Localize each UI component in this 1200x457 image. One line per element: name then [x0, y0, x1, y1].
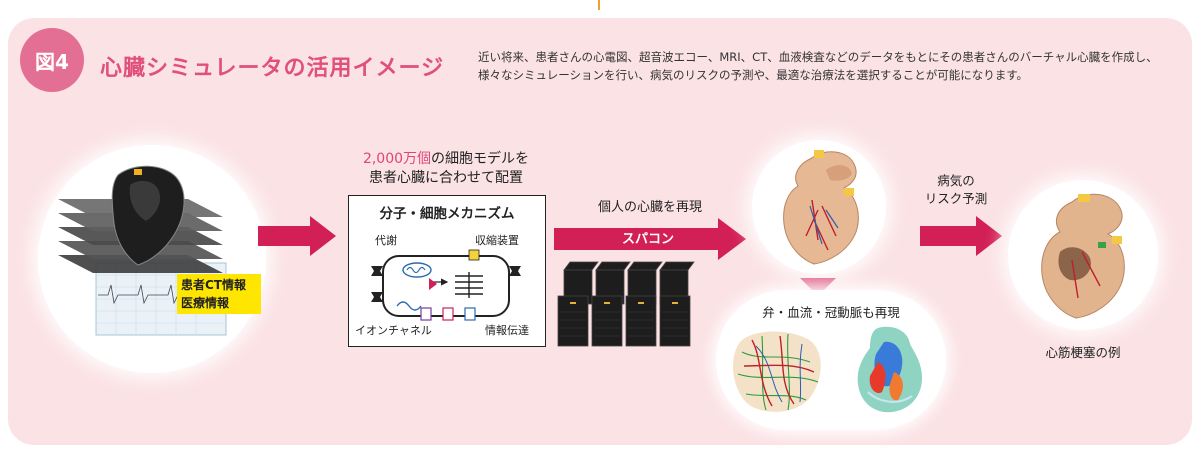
mechanism-title: 分子・細胞メカニズム [379, 206, 515, 222]
arrow-to-example [920, 216, 1002, 256]
figure-badge: 図4 [20, 28, 84, 92]
medical-info-text: 医療情報 [181, 296, 230, 310]
supercomputer-arrow [554, 218, 746, 260]
metabolism-label: 代謝 [375, 234, 397, 247]
cell-model-heading: 2,000万個の細胞モデルを 患者心臓に合わせて配置 [348, 150, 544, 188]
coronary-vessels-image [733, 331, 821, 412]
blood-flow-image [857, 326, 922, 413]
cell-model-heading-rest: の細胞モデルを [431, 151, 530, 167]
cell-count-highlight: 2,000万個 [362, 151, 432, 167]
ct-scan-stack-image [58, 165, 227, 336]
figure-title: 心臓シミュレータの活用イメージ [100, 56, 445, 81]
patient-info-label: 患者CT情報 医療情報 [177, 274, 261, 314]
infarction-heart-image [1041, 193, 1125, 319]
risk-label-line2: リスク予測 [924, 191, 988, 206]
mechanism-box: 分子・細胞メカニズム 代謝 収縮装置 イオンチャネル 情報伝達 [348, 195, 546, 347]
risk-label-line1: 病気の [937, 173, 975, 188]
supercomputer-label: スパコン [621, 232, 674, 247]
cell-model-heading-line2: 患者心臓に合わせて配置 [369, 170, 523, 186]
patient-ct-text: 患者CT情報 [181, 278, 246, 292]
risk-label: 病気の リスク予測 [906, 172, 1006, 208]
detail-label: 弁・血流・冠動脈も再現 [762, 305, 900, 320]
detail-connector-triangle [800, 278, 836, 296]
top-divider-line [598, 0, 600, 10]
cell-mechanism-diagram [371, 249, 521, 321]
supercomputer-racks-image [557, 261, 695, 347]
arrow-to-cell-model [258, 216, 336, 256]
figure-description: 近い将来、患者さんの心電図、超音波エコー、MRI、CT、血液検査などのデータをも… [478, 50, 1158, 82]
signaling-label: 情報伝達 [485, 324, 529, 337]
example-label: 心筋梗塞の例 [1045, 345, 1121, 360]
ion-channel-label: イオンチャネル [355, 324, 432, 337]
reproduce-heart-label: 個人の心臓を再現 [597, 200, 702, 215]
virtual-heart-image [783, 150, 859, 265]
contraction-label: 収縮装置 [475, 234, 519, 247]
